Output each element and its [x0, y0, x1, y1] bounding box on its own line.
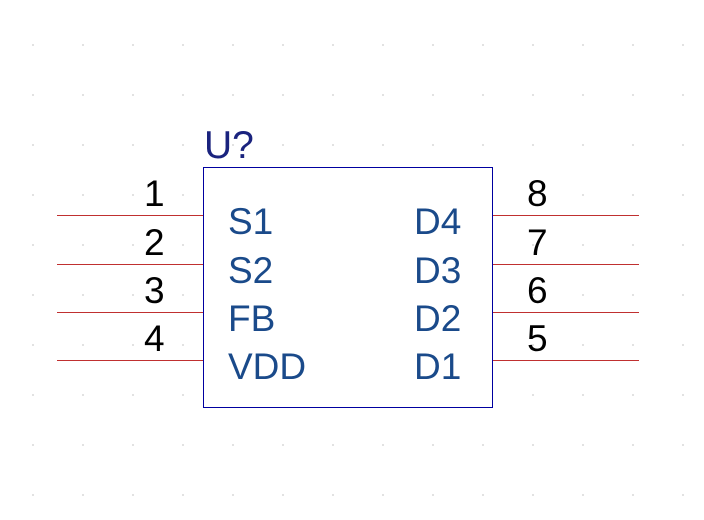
- pin-name-fb: FB: [228, 298, 276, 339]
- pin-wire-1[interactable]: [57, 215, 203, 216]
- pin-wire-3[interactable]: [57, 312, 203, 313]
- pin-name-s1: S1: [228, 201, 274, 242]
- pin-name-vdd: VDD: [228, 346, 307, 387]
- pin-number-8: 8: [527, 173, 548, 214]
- pin-number-4: 4: [144, 318, 165, 359]
- component-body[interactable]: [203, 167, 493, 408]
- pin-wire-2[interactable]: [57, 264, 203, 265]
- pin-wire-4[interactable]: [57, 360, 203, 361]
- pin-name-s2: S2: [228, 250, 274, 291]
- pin-wire-5[interactable]: [493, 360, 639, 361]
- pin-name-d2: D2: [414, 298, 462, 339]
- component-designator[interactable]: U?: [204, 124, 254, 167]
- pin-wire-7[interactable]: [493, 264, 639, 265]
- pin-name-d4: D4: [414, 201, 462, 242]
- pin-number-5: 5: [527, 318, 548, 359]
- pin-number-6: 6: [527, 270, 548, 311]
- pin-wire-6[interactable]: [493, 312, 639, 313]
- pin-wire-8[interactable]: [493, 215, 639, 216]
- pin-number-1: 1: [144, 173, 165, 214]
- pin-name-d3: D3: [414, 250, 462, 291]
- pin-name-d1: D1: [414, 346, 462, 387]
- pin-number-2: 2: [144, 222, 165, 263]
- pin-number-7: 7: [527, 222, 548, 263]
- pin-number-3: 3: [144, 270, 165, 311]
